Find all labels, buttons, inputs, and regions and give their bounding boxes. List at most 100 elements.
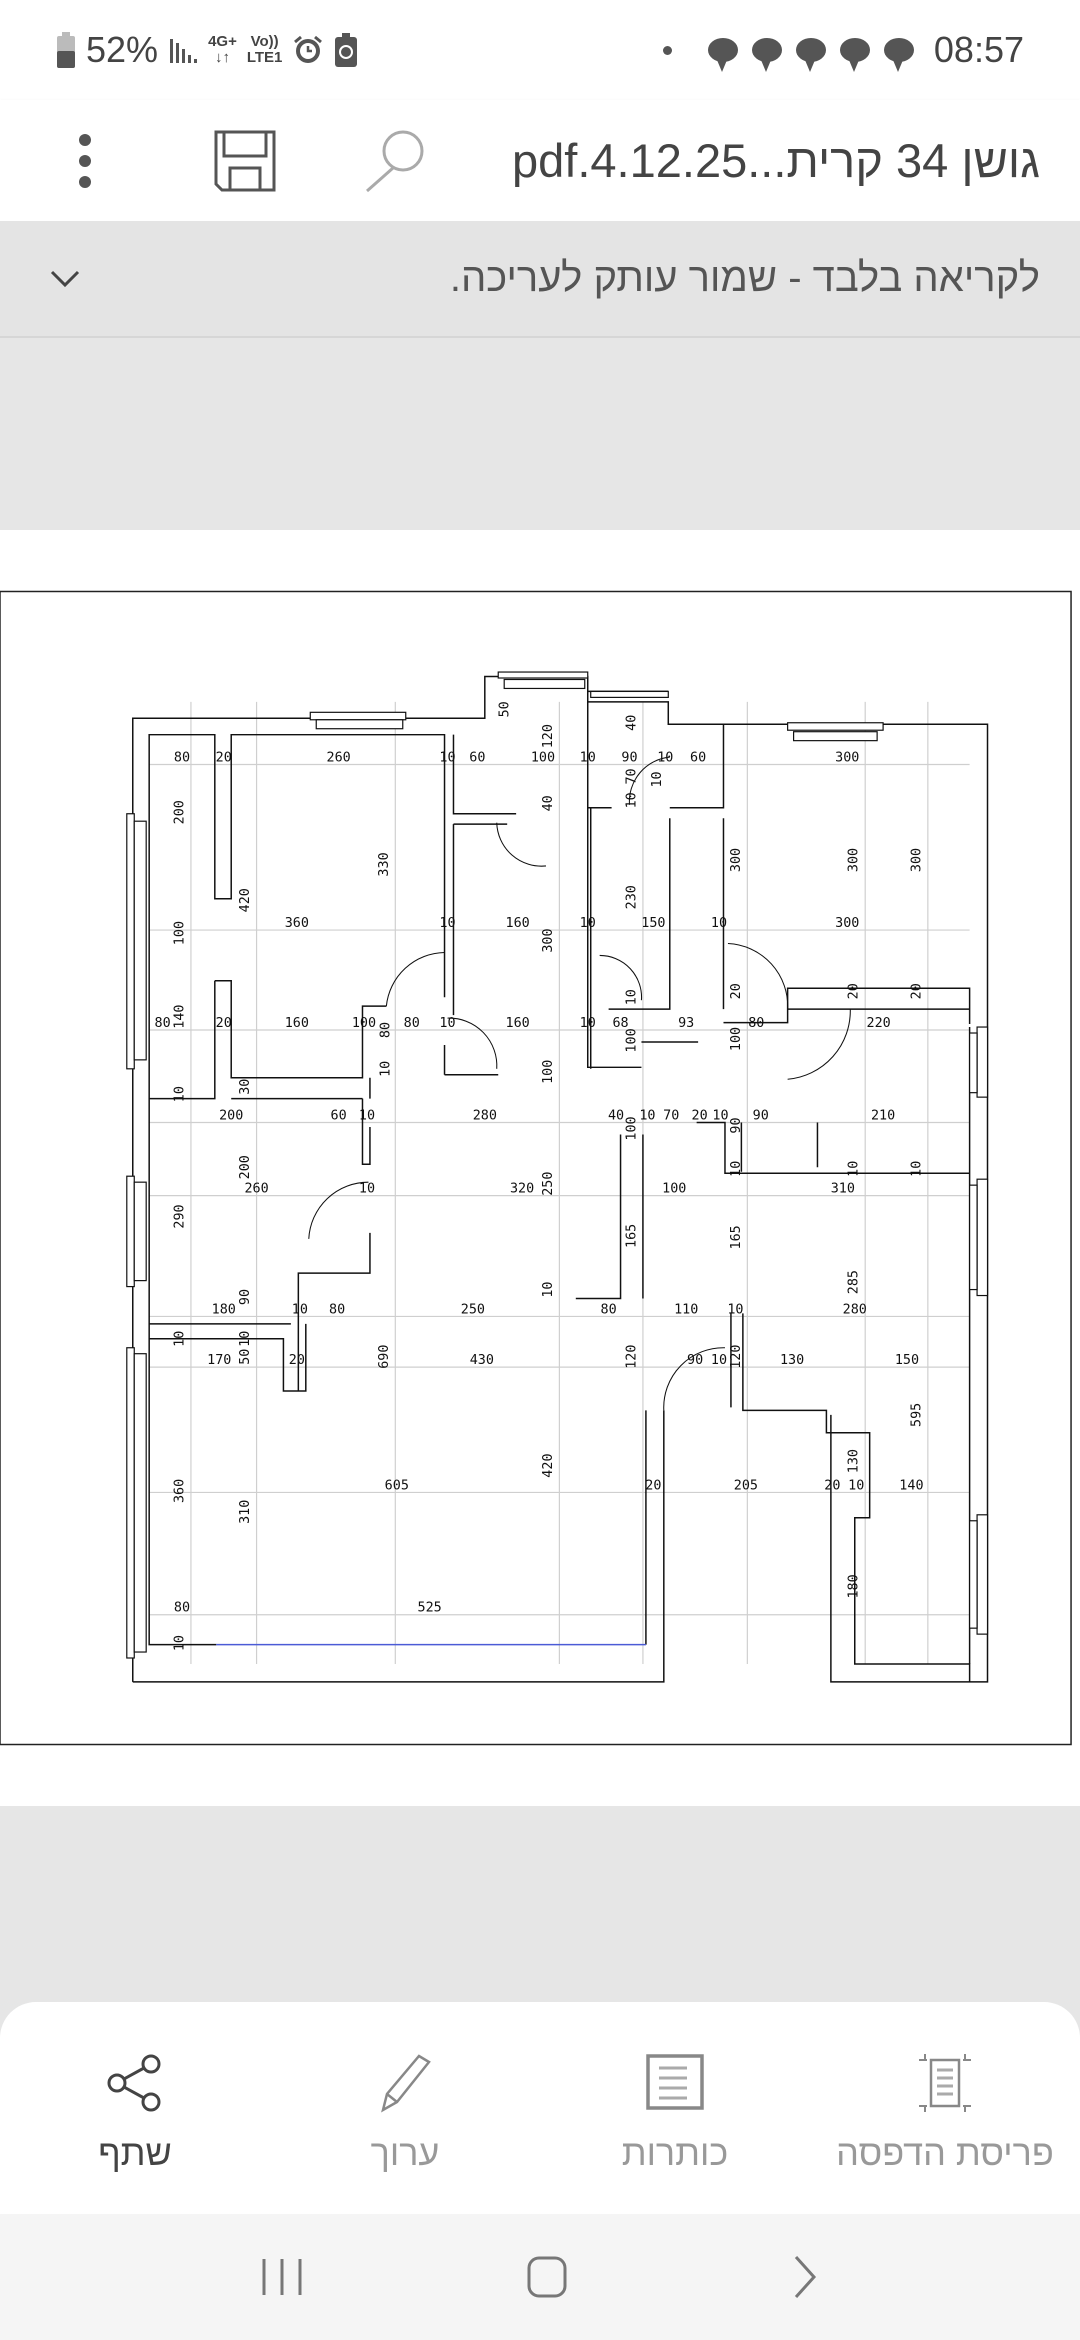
window: [126, 813, 135, 1070]
chat-notification-icon: [883, 38, 914, 72]
recent-apps-button[interactable]: [260, 2255, 304, 2299]
dimension-label: 280: [843, 1302, 867, 1317]
dimension-label: 170: [207, 1353, 231, 1368]
chevron-down-icon[interactable]: [50, 270, 80, 288]
headings-button[interactable]: כותרות: [555, 2052, 795, 2174]
wall: [575, 1041, 819, 1300]
dimension-label: 210: [871, 1109, 895, 1124]
dimension-label: 10: [541, 1281, 556, 1297]
dimension-label: 260: [327, 751, 351, 766]
save-button[interactable]: [200, 116, 290, 206]
window: [792, 731, 878, 742]
dimension-label: 200: [238, 1155, 253, 1179]
window: [969, 1520, 978, 1629]
dimension-label: 40: [541, 795, 556, 811]
dimension-label: 60: [690, 751, 706, 766]
dimension-label: 20: [289, 1353, 305, 1368]
window: [133, 820, 147, 1061]
dimension-label: 10: [580, 916, 596, 931]
door-swing: [599, 954, 643, 1001]
status-bar: 52% 4G+↓↑ Vo))LTE1 08:57: [0, 0, 1080, 100]
dimension-label: 93: [678, 1016, 694, 1031]
dimension-label: 100: [541, 1060, 556, 1084]
print-layout-button[interactable]: פריסת הדפסה: [825, 2052, 1065, 2174]
dimension-label: 10: [439, 751, 455, 766]
dimension-label: 300: [847, 848, 862, 872]
share-icon: [107, 2054, 161, 2112]
dimension-label: 90: [687, 1353, 703, 1368]
share-button[interactable]: שתף: [15, 2052, 255, 2174]
headings-label: כותרות: [621, 2132, 729, 2173]
window: [787, 722, 884, 731]
wall: [586, 701, 725, 1069]
dimension-label: 80: [404, 1016, 420, 1031]
door-swing: [628, 756, 670, 805]
read-only-banner[interactable]: לקריאה בלבד - שמור עותק לעריכה.: [0, 221, 1080, 338]
dimension-label: 130: [780, 1353, 804, 1368]
dimension-label: 300: [541, 928, 556, 952]
more-options-button[interactable]: [40, 116, 130, 206]
network-type: 4G+↓↑: [208, 34, 237, 66]
wall: [730, 1313, 971, 1682]
dimension-label: 285: [847, 1270, 862, 1294]
dimension-label: 100: [624, 1116, 639, 1140]
dimension-label: 70: [624, 768, 639, 784]
volte-label: Vo)): [250, 33, 279, 50]
dimension-label: 180: [212, 1302, 236, 1317]
wall: [132, 733, 665, 1683]
save-disk-icon: [214, 130, 276, 191]
network-4g-label: 4G+: [208, 33, 237, 50]
dimension-label: 90: [238, 1289, 253, 1305]
dimension-label: 150: [641, 916, 665, 931]
chat-notification-icon: [795, 38, 826, 72]
door-swing: [496, 822, 547, 867]
dimension-label: 10: [580, 1016, 596, 1031]
dimension-label: 10: [439, 916, 455, 931]
back-button[interactable]: [790, 2255, 820, 2299]
chat-notification-icon: [839, 38, 870, 72]
dimension-label: 100: [352, 1016, 376, 1031]
dimension-label: 20: [216, 751, 232, 766]
dimension-label: 10: [712, 1109, 728, 1124]
window: [590, 690, 669, 698]
dimension-label: 160: [506, 1016, 530, 1031]
dimension-label: 60: [331, 1109, 347, 1124]
dimension-label: 100: [531, 751, 555, 766]
search-button[interactable]: [350, 116, 440, 206]
window: [497, 671, 589, 679]
dimension-label: 10: [624, 792, 639, 808]
edit-button[interactable]: ערוך: [285, 2052, 525, 2174]
dimension-label: 525: [418, 1601, 442, 1616]
home-button[interactable]: [525, 2255, 569, 2299]
dimension-label: 300: [835, 916, 859, 931]
dimension-label: 20: [645, 1478, 661, 1493]
dimension-label: 10: [439, 1016, 455, 1031]
dimension-label: 290: [172, 1204, 187, 1228]
headings-icon: [646, 2054, 704, 2110]
window: [126, 1347, 135, 1659]
dimension-label: 100: [172, 921, 187, 945]
dimension-label: 10: [711, 1353, 727, 1368]
dimension-label: 420: [238, 888, 253, 912]
door-swing: [447, 1017, 498, 1069]
dimension-label: 80: [155, 1016, 171, 1031]
dimension-label: 130: [847, 1449, 862, 1473]
battery-icon: [57, 32, 75, 68]
dimension-label: 205: [734, 1478, 758, 1493]
door-swing: [308, 1181, 369, 1239]
dimension-label: 100: [729, 1027, 744, 1051]
dimension-label: 30: [238, 1079, 253, 1095]
dimension-label: 100: [662, 1182, 686, 1197]
dimension-label: 10: [650, 771, 665, 787]
dimension-label: 20: [692, 1109, 708, 1124]
window: [315, 719, 404, 730]
dimension-label: 250: [461, 1302, 485, 1317]
wall: [149, 980, 387, 1166]
bottom-toolbar: שתף ערוך כותרות פריסת הדפסה: [0, 2002, 1080, 2214]
dimension-label: 140: [172, 1004, 187, 1028]
door-swing: [727, 942, 789, 1010]
dimension-label: 10: [848, 1478, 864, 1493]
dimension-label: 120: [541, 724, 556, 748]
